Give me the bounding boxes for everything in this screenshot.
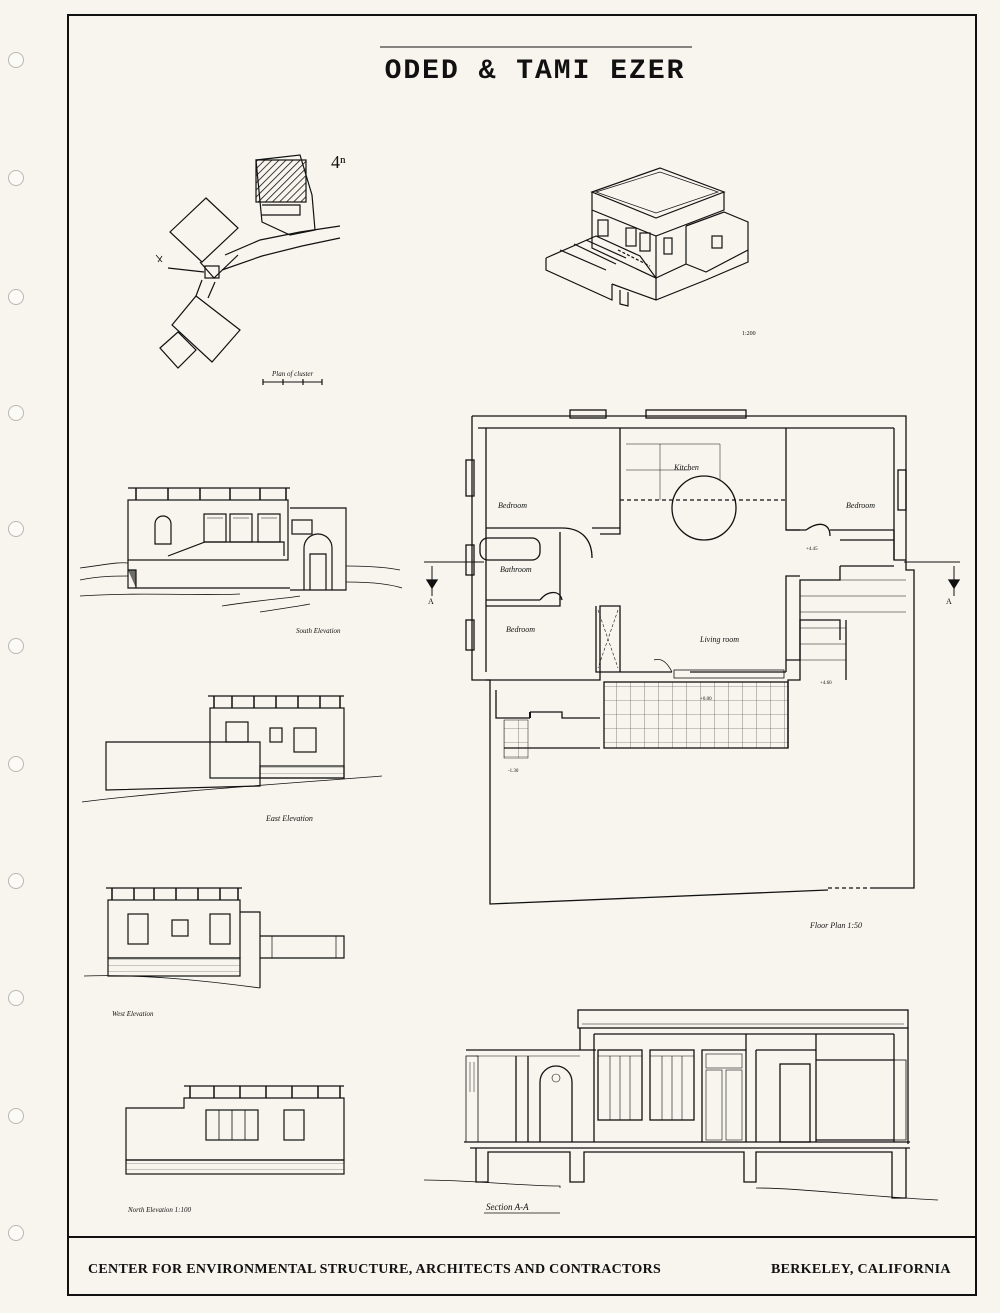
floor-plan-label: Floor Plan 1:50	[809, 921, 862, 930]
south-elevation	[79, 487, 403, 613]
binder-hole	[8, 289, 24, 305]
page-title: ODED & TAMI EZER	[384, 56, 686, 87]
north-elevation-label: North Elevation 1:100	[127, 1206, 191, 1214]
room-label-bathroom: Bathroom	[500, 565, 532, 574]
east-elevation-label: East Elevation	[265, 814, 313, 823]
north-elevation	[125, 1085, 345, 1175]
section-mark-left: A	[428, 597, 434, 606]
level-mark: -1.30	[508, 769, 519, 774]
west-elevation-label: West Elevation	[112, 1010, 154, 1018]
east-elevation	[81, 695, 383, 803]
axonometric-scale: 1:200	[742, 331, 756, 337]
binder-hole	[8, 52, 24, 68]
binder-hole	[8, 873, 24, 889]
footer-firm-name: CENTER FOR ENVIRONMENTAL STRUCTURE, ARCH…	[88, 1262, 662, 1277]
footer-location: BERKELEY, CALIFORNIA	[771, 1262, 951, 1277]
section-label: Section A-A	[486, 1202, 529, 1212]
binder-hole	[8, 756, 24, 772]
level-mark: +4.60	[820, 681, 832, 686]
level-mark: +0.00	[700, 697, 712, 702]
level-mark: +4.45	[806, 547, 818, 552]
binder-hole	[8, 1108, 24, 1124]
room-label-bedroom-mid: Bedroom	[506, 625, 535, 634]
sheet-border	[67, 14, 977, 1296]
section-a-a	[423, 1009, 939, 1201]
site-plan: 4ⁿ	[155, 152, 346, 385]
binder-hole	[8, 170, 24, 186]
room-label-bedroom-right: Bedroom	[846, 501, 875, 510]
binder-hole	[8, 521, 24, 537]
section-mark-right: A	[946, 597, 952, 606]
west-elevation	[83, 887, 345, 989]
binder-hole	[8, 638, 24, 654]
room-label-kitchen: Kitchen	[673, 463, 699, 472]
south-elevation-label: South Elevation	[296, 627, 341, 635]
binder-hole	[8, 1225, 24, 1241]
binder-hole	[8, 990, 24, 1006]
north-arrow: 4ⁿ	[331, 152, 346, 172]
room-label-living: Living room	[699, 635, 739, 644]
site-plan-label: Plan of cluster	[271, 370, 313, 378]
floor-plan	[424, 409, 961, 905]
room-label-bedroom-top-left: Bedroom	[498, 501, 527, 510]
binder-hole	[8, 405, 24, 421]
axonometric-view	[545, 167, 749, 307]
